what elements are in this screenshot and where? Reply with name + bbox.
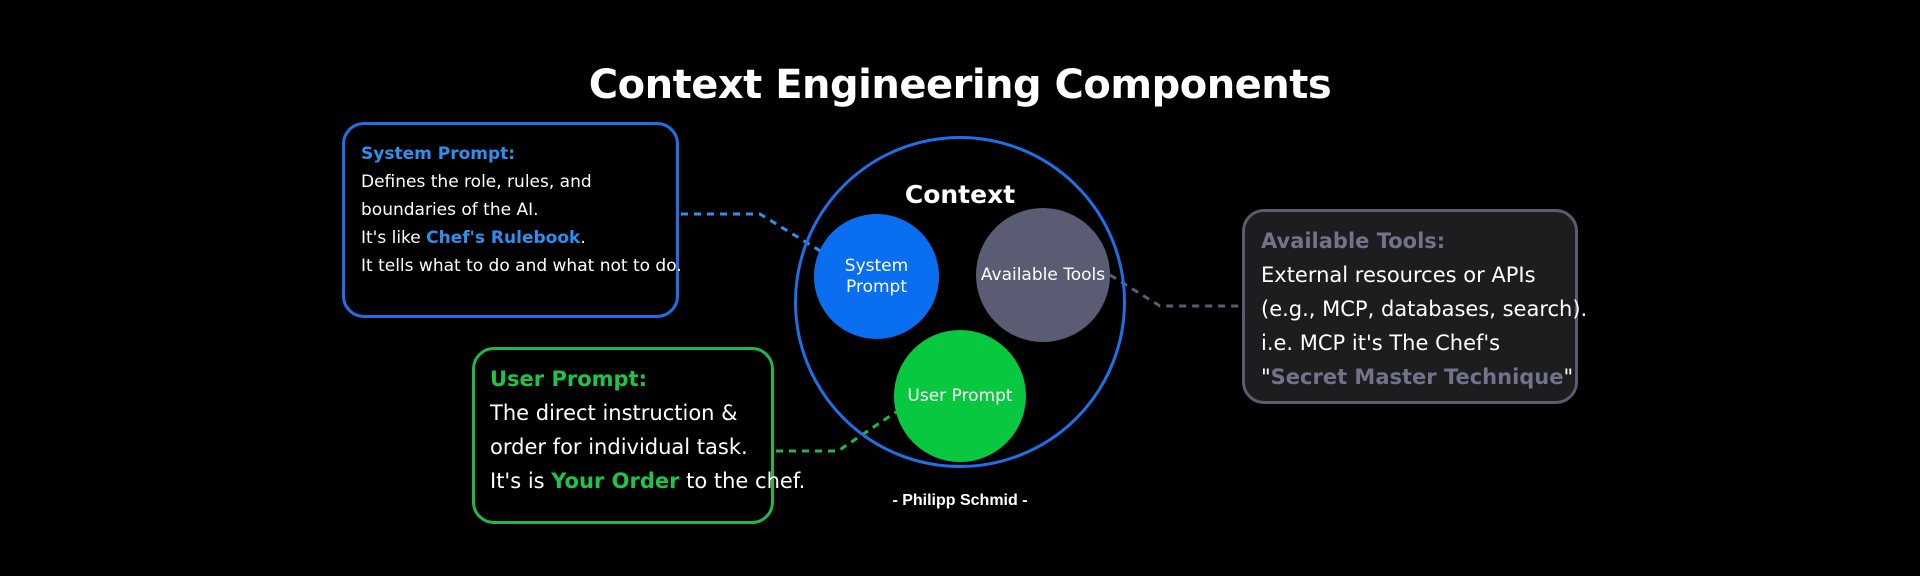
user-prompt-circle: User Prompt — [894, 330, 1026, 462]
system-prompt-line-1: Defines the role, rules, and — [361, 172, 592, 192]
system-prompt-circle-label-1: System — [844, 255, 909, 276]
your-order-highlight: Your Order — [551, 469, 680, 493]
available-tools-line-1: External resources or APIs — [1261, 263, 1536, 287]
system-connector — [681, 212, 823, 254]
diagram-title: Context Engineering Components — [588, 62, 1332, 108]
system-prompt-circle-label-2: Prompt — [846, 276, 907, 297]
system-prompt-circle: System Prompt — [814, 214, 939, 339]
available-tools-line-4-post: " — [1563, 365, 1574, 389]
available-tools-circle-label: Available Tools — [980, 264, 1106, 285]
system-prompt-line-2: boundaries of the AI. — [361, 200, 539, 220]
tools-connector — [1109, 273, 1240, 308]
available-tools-line-2: (e.g., MCP, databases, search). — [1261, 297, 1588, 321]
system-prompt-line-3: It's like Chef's Rulebook. — [361, 224, 660, 252]
user-prompt-line-3-post: to the chef. — [679, 469, 806, 493]
available-tools-box: Available Tools: External resources or A… — [1242, 209, 1588, 404]
user-prompt-line-3-pre: It's is — [490, 469, 552, 493]
available-tools-line-4: "Secret Master Technique" — [1261, 360, 1573, 394]
user-prompt-line-3: It's is Your Order to the chef. — [490, 464, 805, 498]
context-circle — [794, 136, 1126, 468]
system-prompt-line-3-pre: It's like — [361, 228, 427, 248]
user-prompt-line-2: order for individual task. — [490, 435, 748, 459]
available-tools-line-4-pre: " — [1261, 365, 1271, 389]
author-credit: - Philipp Schmid - — [892, 492, 1028, 509]
user-prompt-circle-label: User Prompt — [907, 385, 1013, 406]
system-prompt-heading: System Prompt: — [361, 144, 516, 164]
secret-master-technique-highlight: Secret Master Technique — [1270, 365, 1564, 389]
context-label: Context — [904, 180, 1016, 209]
system-prompt-line-4: It tells what to do and what not to do. — [361, 256, 682, 276]
user-prompt-box: User Prompt: The direct instruction & or… — [472, 347, 805, 524]
available-tools-line-3: i.e. MCP it's The Chef's — [1261, 331, 1501, 355]
system-prompt-line-3-post: . — [580, 228, 586, 248]
user-prompt-line-1: The direct instruction & — [490, 401, 738, 425]
available-tools-circle: Available Tools — [976, 208, 1110, 342]
user-prompt-heading: User Prompt: — [490, 367, 647, 391]
chefs-rulebook-highlight: Chef's Rulebook — [426, 228, 581, 248]
system-prompt-box: System Prompt: Defines the role, rules, … — [342, 122, 682, 318]
available-tools-heading: Available Tools: — [1261, 229, 1446, 253]
